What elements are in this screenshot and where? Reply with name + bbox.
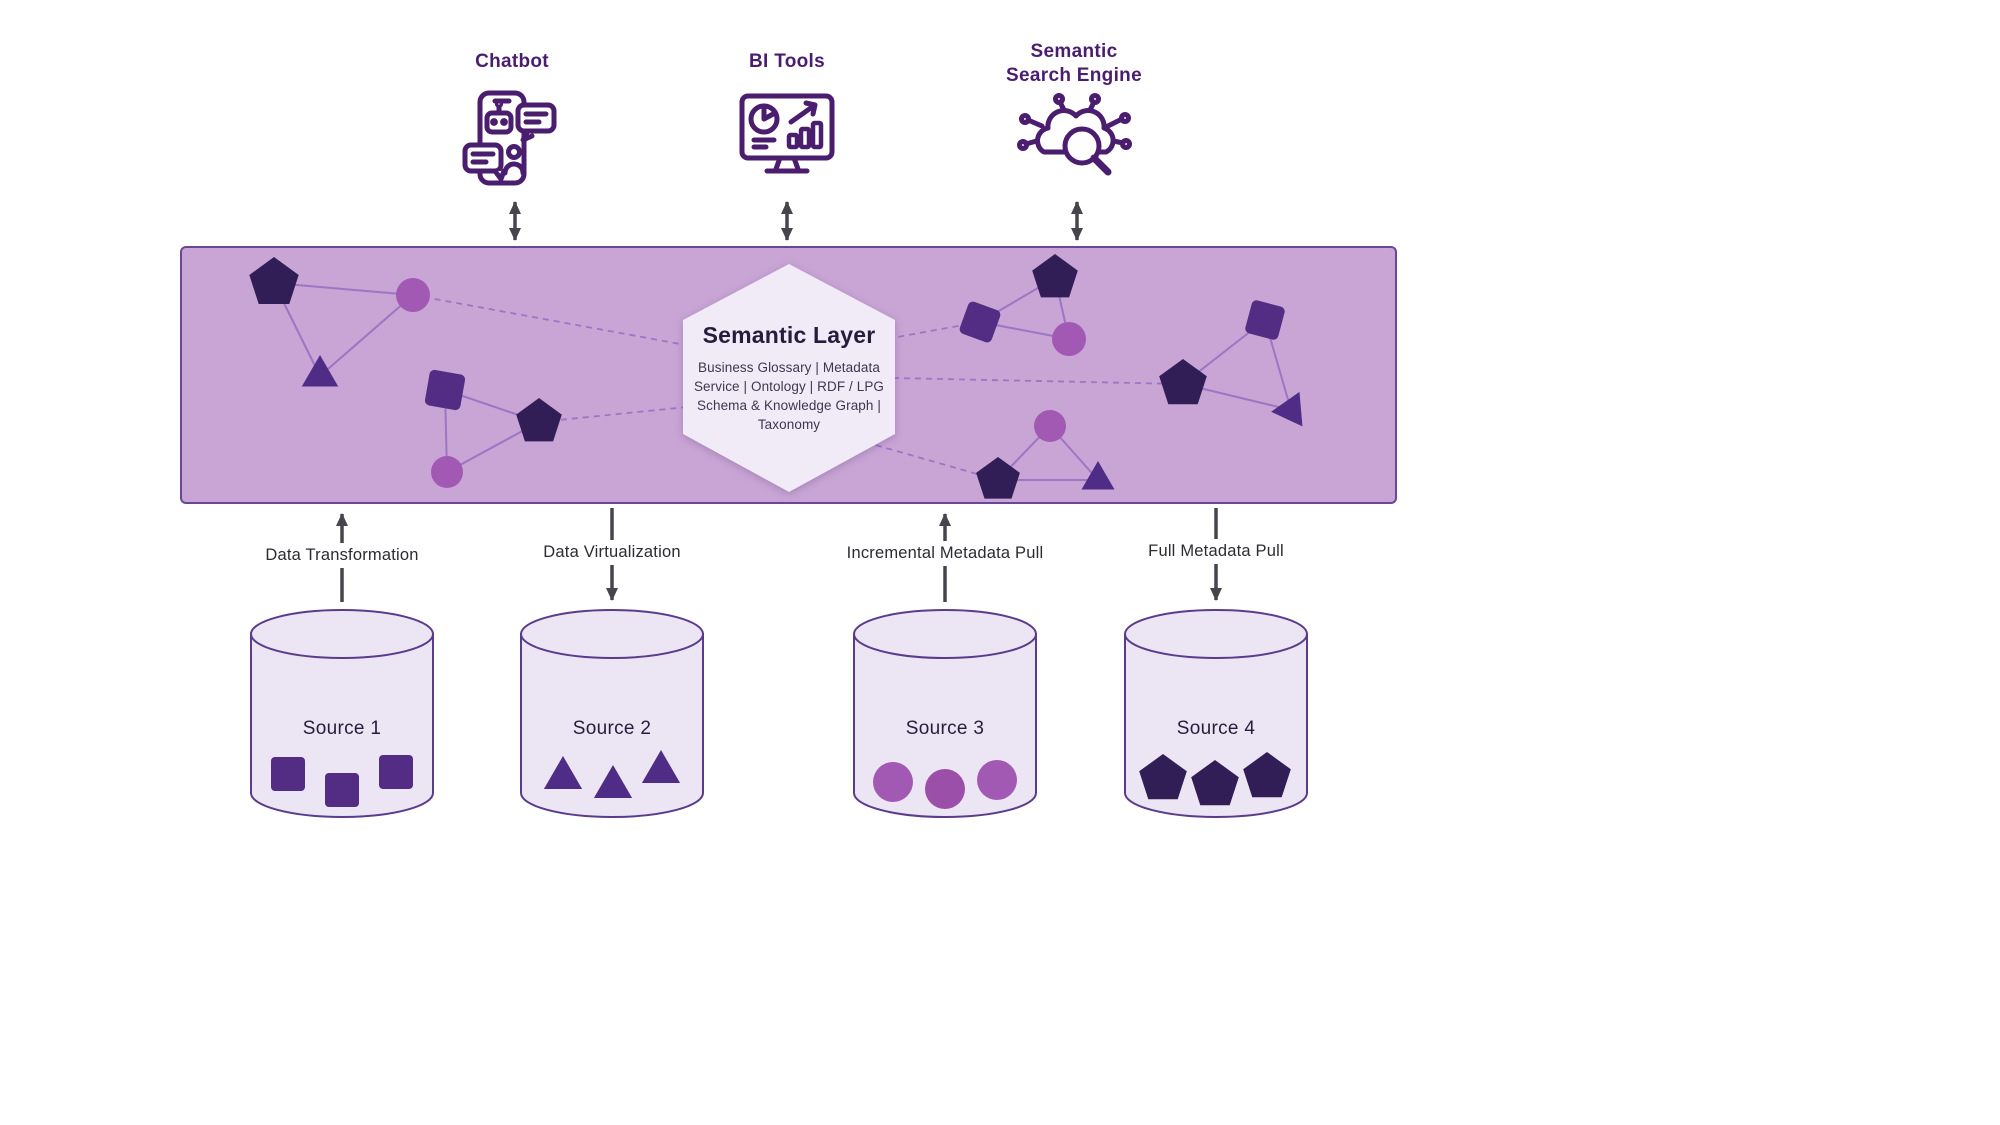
source-3-database: Source 3 bbox=[850, 606, 1040, 826]
graph-node-circle bbox=[1052, 322, 1086, 356]
flow-label-incremental-metadata-pull: Incremental Metadata Pull bbox=[837, 541, 1053, 566]
pentagon-data-nodes bbox=[1139, 752, 1291, 806]
knowledge-graph-illustration bbox=[249, 254, 1303, 499]
graph-node-pentagon bbox=[249, 257, 299, 304]
source-4-label: Source 4 bbox=[1176, 718, 1256, 739]
source-2-label: Source 2 bbox=[572, 718, 652, 739]
semantic-search-icon bbox=[1014, 88, 1134, 188]
bi-tools-label: BI Tools bbox=[749, 51, 825, 72]
graph-node-circle bbox=[431, 456, 463, 488]
flow-label-data-transformation: Data Transformation bbox=[256, 543, 428, 568]
graph-nodes bbox=[249, 254, 1303, 499]
graph-node-square bbox=[1245, 300, 1285, 340]
flow-label-full-metadata-pull: Full Metadata Pull bbox=[1139, 539, 1293, 564]
graph-node-pentagon bbox=[976, 457, 1020, 499]
bar-chart-glyph bbox=[786, 120, 824, 150]
square-data-nodes bbox=[271, 755, 413, 807]
chatbot-label: Chatbot bbox=[475, 51, 549, 72]
flow-label-data-virtualization: Data Virtualization bbox=[534, 540, 690, 565]
semantic-layer-band: Semantic Layer Business Glossary | Metad… bbox=[180, 246, 1397, 504]
graph-node-circle bbox=[1034, 410, 1066, 442]
person-glyph bbox=[502, 144, 526, 176]
semantic-layer-description: Business Glossary | Metadata Service | O… bbox=[693, 360, 885, 433]
cylinder-top bbox=[1124, 609, 1308, 659]
chat-bubble-right bbox=[515, 102, 557, 143]
graph-node-circle bbox=[396, 278, 430, 312]
source-1-database: Source 1 bbox=[247, 606, 437, 826]
monitor-outline bbox=[739, 93, 835, 161]
source-1-label: Source 1 bbox=[302, 718, 382, 739]
graph-node-pentagon bbox=[1032, 254, 1078, 298]
pie-chart-glyph bbox=[748, 103, 780, 135]
magnifier-glyph bbox=[1062, 126, 1112, 176]
source-4-database: Source 4 bbox=[1121, 606, 1311, 826]
chatbot-icon bbox=[462, 88, 562, 188]
cylinder-top bbox=[853, 609, 1037, 659]
semantic-layer-title: Semantic Layer bbox=[702, 322, 876, 348]
chat-bubble-left bbox=[462, 142, 507, 182]
graph-node-square bbox=[424, 369, 466, 411]
semantic-layer-text: Semantic Layer Business Glossary | Metad… bbox=[681, 322, 897, 435]
cylinder-top bbox=[250, 609, 434, 659]
graph-node-pentagon bbox=[516, 398, 562, 442]
semantic-search-engine-label: Semantic Search Engine bbox=[1006, 41, 1142, 86]
graph-node-triangle bbox=[1081, 461, 1115, 490]
graph-node-triangle bbox=[1271, 391, 1303, 427]
circle-data-nodes bbox=[873, 760, 1017, 809]
source-3-label: Source 3 bbox=[905, 718, 985, 739]
trend-arrow-glyph bbox=[788, 100, 818, 125]
triangle-data-nodes bbox=[543, 750, 681, 798]
graph-node-pentagon bbox=[1159, 359, 1207, 405]
semantic-layer-hexagon bbox=[683, 264, 895, 492]
cylinder-top bbox=[520, 609, 704, 659]
monitor-stand bbox=[773, 155, 801, 172]
graph-node-square bbox=[959, 301, 1001, 343]
source-2-database: Source 2 bbox=[517, 606, 707, 826]
graph-node-triangle bbox=[301, 355, 339, 387]
bi-tools-icon bbox=[737, 88, 837, 188]
